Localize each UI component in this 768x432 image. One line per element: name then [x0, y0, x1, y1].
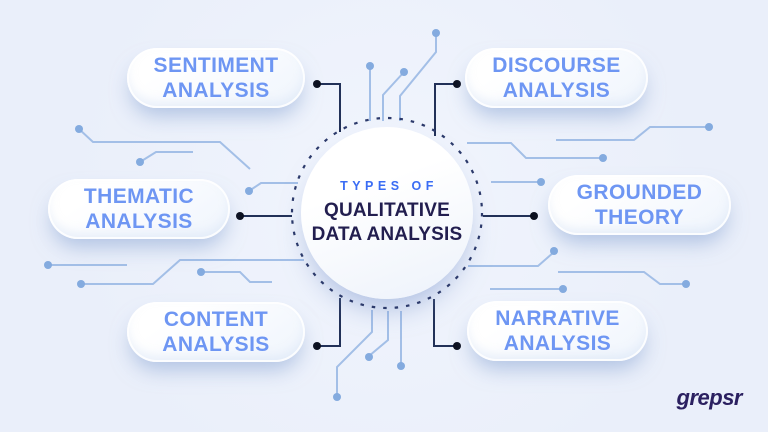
grepsr-logo: grepsr [676, 385, 743, 410]
center-title-circle: TYPES OF QUALITATIVE DATA ANALYSIS [301, 127, 473, 299]
node-grounded-theory: GROUNDED THEORY [548, 175, 731, 235]
node-label-line: SENTIMENT [153, 54, 279, 77]
node-label-line: ANALYSIS [502, 79, 611, 102]
node-discourse-analysis: DISCOURSE ANALYSIS [465, 48, 648, 108]
center-title-line1: QUALITATIVE [323, 200, 451, 221]
center-title-line2: DATA ANALYSIS [311, 224, 463, 245]
node-content-analysis: CONTENT ANALYSIS [127, 302, 305, 362]
node-label-line: DISCOURSE [492, 54, 621, 77]
node-label-line: THEMATIC [83, 185, 195, 208]
node-label-line: ANALYSIS [162, 333, 270, 356]
center-eyebrow: TYPES OF [340, 179, 438, 193]
node-sentiment-analysis: SENTIMENT ANALYSIS [127, 48, 305, 108]
node-label-line: ANALYSIS [162, 79, 270, 102]
node-label-line: THEORY [594, 206, 685, 229]
node-thematic-analysis: THEMATIC ANALYSIS [48, 179, 230, 239]
node-narrative-analysis: NARRATIVE ANALYSIS [467, 301, 648, 361]
node-label-line: ANALYSIS [85, 210, 193, 233]
node-label-line: GROUNDED [576, 181, 703, 204]
node-label-line: ANALYSIS [503, 332, 612, 355]
node-label-line: CONTENT [163, 308, 269, 331]
node-label-line: NARRATIVE [495, 307, 620, 330]
